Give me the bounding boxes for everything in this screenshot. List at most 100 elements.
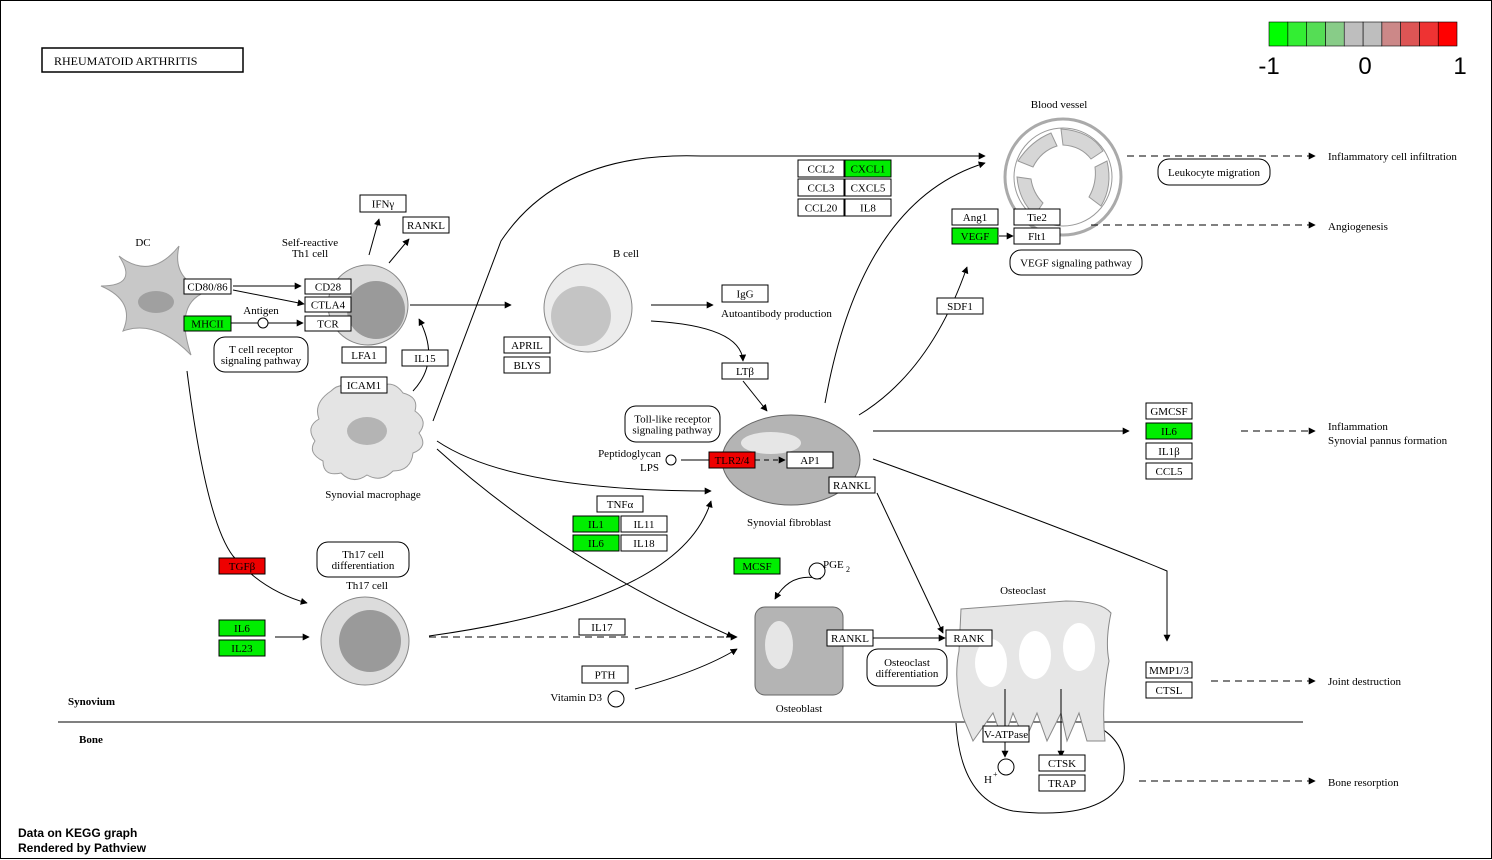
- gene-ccl3[interactable]: CCL3: [797, 178, 845, 197]
- gene-ap1[interactable]: AP1: [786, 451, 834, 469]
- gene-rankl-ob[interactable]: RANKL: [826, 629, 874, 647]
- gene-label: IL15: [414, 353, 436, 365]
- gene-mcsf[interactable]: MCSF: [733, 557, 781, 575]
- svg-text:Antigen: Antigen: [243, 305, 279, 317]
- svg-text:Synovial fibroblast: Synovial fibroblast: [747, 517, 831, 529]
- legend-swatch: [1437, 21, 1458, 47]
- gene-icam1[interactable]: ICAM1: [340, 376, 388, 394]
- gene-trap[interactable]: TRAP: [1038, 774, 1086, 792]
- gene-label: CD28: [315, 282, 342, 294]
- synovium-label: Synovium: [68, 696, 115, 708]
- gene-ang1[interactable]: Ang1: [951, 208, 999, 226]
- gene-il1[interactable]: IL1: [572, 515, 620, 533]
- gene-rankl-th1[interactable]: RANKL: [402, 216, 450, 234]
- svg-text:+: +: [993, 770, 998, 779]
- svg-text:2: 2: [846, 565, 850, 574]
- gene-il18[interactable]: IL18: [620, 534, 668, 552]
- gene-mmp[interactable]: MMP1/3: [1145, 661, 1193, 679]
- gene-cxcl1[interactable]: CXCL1: [844, 159, 892, 178]
- gene-ccl20[interactable]: CCL20: [797, 198, 845, 217]
- gene-ctla4[interactable]: CTLA4: [304, 296, 352, 313]
- svg-text:Angiogenesis: Angiogenesis: [1328, 221, 1388, 233]
- pathway-label: differentiation: [332, 560, 395, 572]
- gene-label: CCL20: [805, 203, 838, 215]
- gene-blys[interactable]: BLYS: [503, 356, 551, 374]
- gene-vegf[interactable]: VEGF: [951, 227, 999, 245]
- gene-label: CCL3: [808, 183, 835, 195]
- gene-il8[interactable]: IL8: [844, 198, 892, 217]
- gene-label: IL8: [860, 203, 876, 215]
- gene-label: IgG: [736, 289, 753, 301]
- gene-igg[interactable]: IgG: [721, 284, 769, 303]
- gene-label: RANKL: [407, 220, 445, 232]
- gene-vatpase[interactable]: V-ATPase: [982, 725, 1030, 743]
- gene-tgfb[interactable]: TGFβ: [218, 557, 266, 575]
- gene-il6-th17[interactable]: IL6: [218, 619, 266, 637]
- gene-label: ICAM1: [347, 380, 381, 392]
- gene-label: BLYS: [513, 360, 540, 372]
- edges: [186, 152, 1316, 785]
- gene-label: CXCL5: [851, 183, 886, 195]
- gene-label: CTSK: [1048, 758, 1076, 770]
- gene-cxcl5[interactable]: CXCL5: [844, 178, 892, 197]
- gene-mhcii[interactable]: MHCII: [183, 315, 232, 332]
- gene-label: IFNγ: [372, 199, 395, 211]
- gene-lfa1[interactable]: LFA1: [341, 346, 387, 364]
- gene-cd28[interactable]: CD28: [304, 278, 352, 295]
- compound-nodes: [257, 317, 1015, 776]
- gene-il17[interactable]: IL17: [578, 618, 626, 636]
- gene-ccl2[interactable]: CCL2: [797, 159, 845, 178]
- gene-label: IL6: [588, 538, 604, 550]
- gene-il23[interactable]: IL23: [218, 639, 266, 657]
- gene-label: CD80/86: [187, 282, 228, 294]
- pathway-label: Toll-like receptor: [634, 414, 711, 426]
- gene-il15[interactable]: IL15: [401, 349, 449, 367]
- gene-label: TGFβ: [229, 561, 256, 573]
- free-labels: Antigen Autoantibody production Peptidog…: [243, 151, 1457, 789]
- gene-tie2[interactable]: Tie2: [1013, 208, 1061, 226]
- gene-label: Tie2: [1027, 212, 1047, 224]
- gene-il1b[interactable]: IL1β: [1145, 442, 1193, 460]
- gene-il6-mac[interactable]: IL6: [572, 534, 620, 552]
- gene-gmcsf[interactable]: GMCSF: [1145, 402, 1193, 420]
- osteoblast: Osteoblast: [754, 606, 844, 715]
- gene-tlr24[interactable]: TLR2/4: [708, 451, 756, 469]
- gene-il6-infl[interactable]: IL6: [1145, 422, 1193, 440]
- gene-ctsk[interactable]: CTSK: [1038, 754, 1086, 772]
- gene-label: LTβ: [736, 366, 754, 378]
- pathway-leukocyte[interactable]: Leukocyte migration: [1157, 158, 1271, 186]
- svg-text:LPS: LPS: [640, 462, 659, 474]
- gene-ccl5[interactable]: CCL5: [1145, 462, 1193, 480]
- gene-flt1[interactable]: Flt1: [1013, 227, 1061, 245]
- gene-rank[interactable]: RANK: [945, 629, 993, 647]
- gene-april[interactable]: APRIL: [503, 336, 551, 354]
- gene-label: IL6: [234, 623, 250, 635]
- legend-max-label: 1: [1453, 53, 1466, 80]
- pathway-label: signaling pathway: [221, 355, 302, 367]
- gene-ltb[interactable]: LTβ: [721, 362, 769, 380]
- gene-cd80-86[interactable]: CD80/86: [183, 278, 232, 295]
- legend-swatch: [1268, 21, 1289, 47]
- pathway-label: Th17 cell: [342, 549, 384, 561]
- gene-ifng[interactable]: IFNγ: [359, 194, 407, 213]
- gene-sdf1[interactable]: SDF1: [936, 297, 984, 315]
- gene-label: IL6: [1161, 426, 1177, 438]
- gene-ctsl[interactable]: CTSL: [1145, 681, 1193, 699]
- gene-tcr[interactable]: TCR: [304, 315, 352, 332]
- pathway-label: differentiation: [876, 668, 939, 680]
- gene-label: TCR: [317, 319, 339, 331]
- gene-label: IL11: [634, 519, 655, 531]
- gene-pth[interactable]: PTH: [581, 665, 629, 684]
- gene-rankl-fib[interactable]: RANKL: [828, 476, 876, 494]
- gene-label: CCL2: [808, 164, 835, 176]
- pathway-vegf-signaling[interactable]: VEGF signaling pathway: [1009, 249, 1143, 276]
- gene-il11[interactable]: IL11: [620, 515, 668, 533]
- gene-tnfa[interactable]: TNFα: [596, 495, 644, 513]
- blood-vessel: Blood vessel: [1003, 99, 1123, 237]
